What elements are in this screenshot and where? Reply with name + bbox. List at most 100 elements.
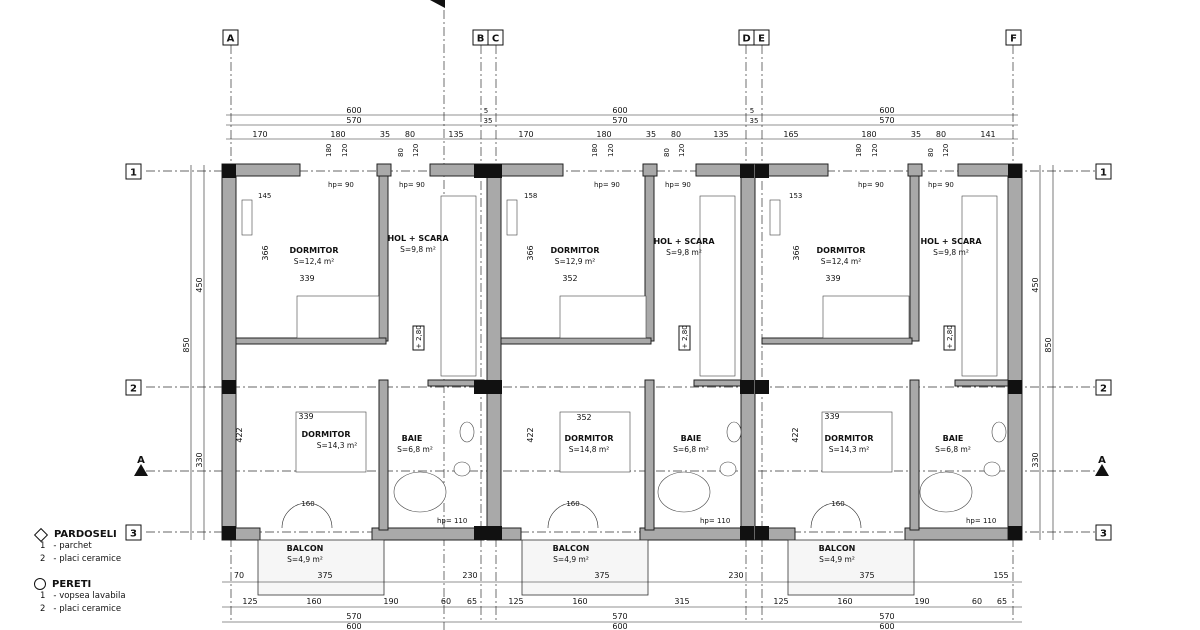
axis-bubble-3-left: 3 — [125, 524, 142, 541]
dim-text: 180 — [330, 130, 345, 139]
dim-text: 230 — [728, 571, 743, 580]
dim-text: 80 — [663, 148, 671, 157]
dim-text: 230 — [462, 571, 477, 580]
room-area: S=6,8 m² — [397, 445, 433, 454]
room-name: DORMITOR — [302, 430, 351, 439]
room-name: BALCON — [287, 544, 324, 553]
legend-num: 1 — [40, 541, 46, 551]
dim-text: 330 — [1031, 452, 1040, 467]
dim-text: 422 — [791, 427, 800, 442]
dim-text: 339 — [298, 412, 313, 421]
level-label: + 2,80 — [681, 325, 689, 349]
legend-label: - placi ceramice — [53, 604, 122, 614]
doors-windows: 160 160 160 — [281, 500, 862, 529]
balconies — [222, 539, 1022, 623]
legend-label: - placi ceramice — [53, 554, 122, 564]
hp-label: hp= 90 — [928, 181, 954, 189]
dim-text: 135 — [448, 130, 463, 139]
dim-text: 80 — [927, 148, 935, 157]
dim-text: 160 — [306, 597, 321, 606]
dim-text: 158 — [524, 192, 537, 200]
dim-text: 141 — [980, 130, 995, 139]
axis-label: A — [227, 34, 235, 45]
dim-text: 352 — [562, 274, 577, 283]
room-area: S=9,8 m² — [400, 245, 436, 254]
hp-label: hp= 90 — [665, 181, 691, 189]
dim-text: 375 — [317, 571, 332, 580]
dim-text: 120 — [942, 144, 950, 157]
dim-text: 120 — [607, 144, 615, 157]
axis-bubble-e: E — [753, 29, 770, 46]
hp-label: hp= 110 — [700, 517, 730, 525]
dim-text: 160 — [837, 597, 852, 606]
dim-text: 570 — [346, 116, 361, 125]
dim-text: 35 — [911, 130, 921, 139]
legend-num: 2 — [40, 554, 46, 564]
bottom-dimensions: 70 375 230 375 230 375 155 125 160 190 6… — [234, 571, 1009, 630]
axis-label: 3 — [1100, 529, 1107, 540]
dim-text: 339 — [299, 274, 314, 283]
dim-text: 120 — [412, 144, 420, 157]
dim-text: 5 — [750, 107, 754, 115]
dim-text: 570 — [612, 612, 627, 621]
room-area: S=4,9 m² — [553, 555, 589, 564]
room-area: S=9,8 m² — [666, 248, 702, 257]
dim-text: 125 — [242, 597, 257, 606]
level-label: + 2,80 — [415, 325, 423, 349]
room-name: BAIE — [943, 434, 964, 443]
axis-bubble-2-right: 2 — [1095, 379, 1112, 396]
dim-text: 80 — [405, 130, 415, 139]
dim-text: 600 — [612, 622, 627, 630]
room-name: BAIE — [402, 434, 423, 443]
dim-text: 180 — [855, 144, 863, 157]
dim-text: 330 — [195, 452, 204, 467]
dim-text: 180 — [591, 144, 599, 157]
dim-text: 570 — [346, 612, 361, 621]
room-area: S=14,8 m² — [569, 445, 609, 454]
room-area: S=4,9 m² — [287, 555, 323, 564]
north-arrow-icon — [430, 0, 445, 8]
opening-labels: hp= 90 hp= 90 hp= 90 hp= 90 hp= 90 hp= 9… — [328, 181, 996, 525]
dim-text: 145 — [258, 192, 271, 200]
section-mark-right: A — [1095, 455, 1109, 476]
axis-bubble-b: B — [472, 29, 489, 46]
dim-text: 70 — [234, 571, 244, 580]
dim-text: 570 — [879, 612, 894, 621]
room-area: S=12,9 m² — [555, 257, 595, 266]
columns — [222, 164, 1022, 540]
dim-text: 375 — [594, 571, 609, 580]
section-label: A — [137, 455, 145, 466]
axis-label: C — [492, 34, 499, 45]
axis-label: 2 — [130, 384, 137, 395]
room-area: S=6,8 m² — [935, 445, 971, 454]
dim-text: 35 — [646, 130, 656, 139]
dim-text: 135 — [713, 130, 728, 139]
dim-text: 315 — [674, 597, 689, 606]
room-name: BAIE — [681, 434, 702, 443]
legend-pereti-title: PERETI — [34, 578, 174, 590]
axis-label: 3 — [130, 529, 137, 540]
dim-text: 339 — [824, 412, 839, 421]
dim-text: 600 — [346, 106, 361, 115]
dim-text: 366 — [792, 245, 801, 260]
room-name: HOL + SCARA — [653, 237, 715, 246]
axis-bubble-3-right: 3 — [1095, 524, 1112, 541]
dim-text: 170 — [252, 130, 267, 139]
axis-bubble-d: D — [738, 29, 755, 46]
legend-item: 1 - vopsea lavabila — [40, 590, 174, 603]
circle-icon — [34, 578, 46, 590]
furniture — [241, 195, 1007, 513]
dim-text: 180 — [325, 144, 333, 157]
section-mark-left: A — [134, 455, 148, 476]
axis-label: F — [1010, 34, 1017, 45]
dim-text: 160 — [572, 597, 587, 606]
dim-text: 570 — [879, 116, 894, 125]
level-label: + 2,80 — [946, 325, 954, 349]
axis-label: 2 — [1100, 384, 1107, 395]
room-name: DORMITOR — [290, 246, 339, 255]
dim-text: 80 — [671, 130, 681, 139]
room-area: S=14,3 m² — [317, 441, 357, 450]
side-dimensions: 850 450 330 850 450 330 — [182, 165, 1054, 540]
unit-1-rooms: 158 DORMITOR S=12,9 m² 352 366 HOL + SCA… — [524, 192, 715, 564]
